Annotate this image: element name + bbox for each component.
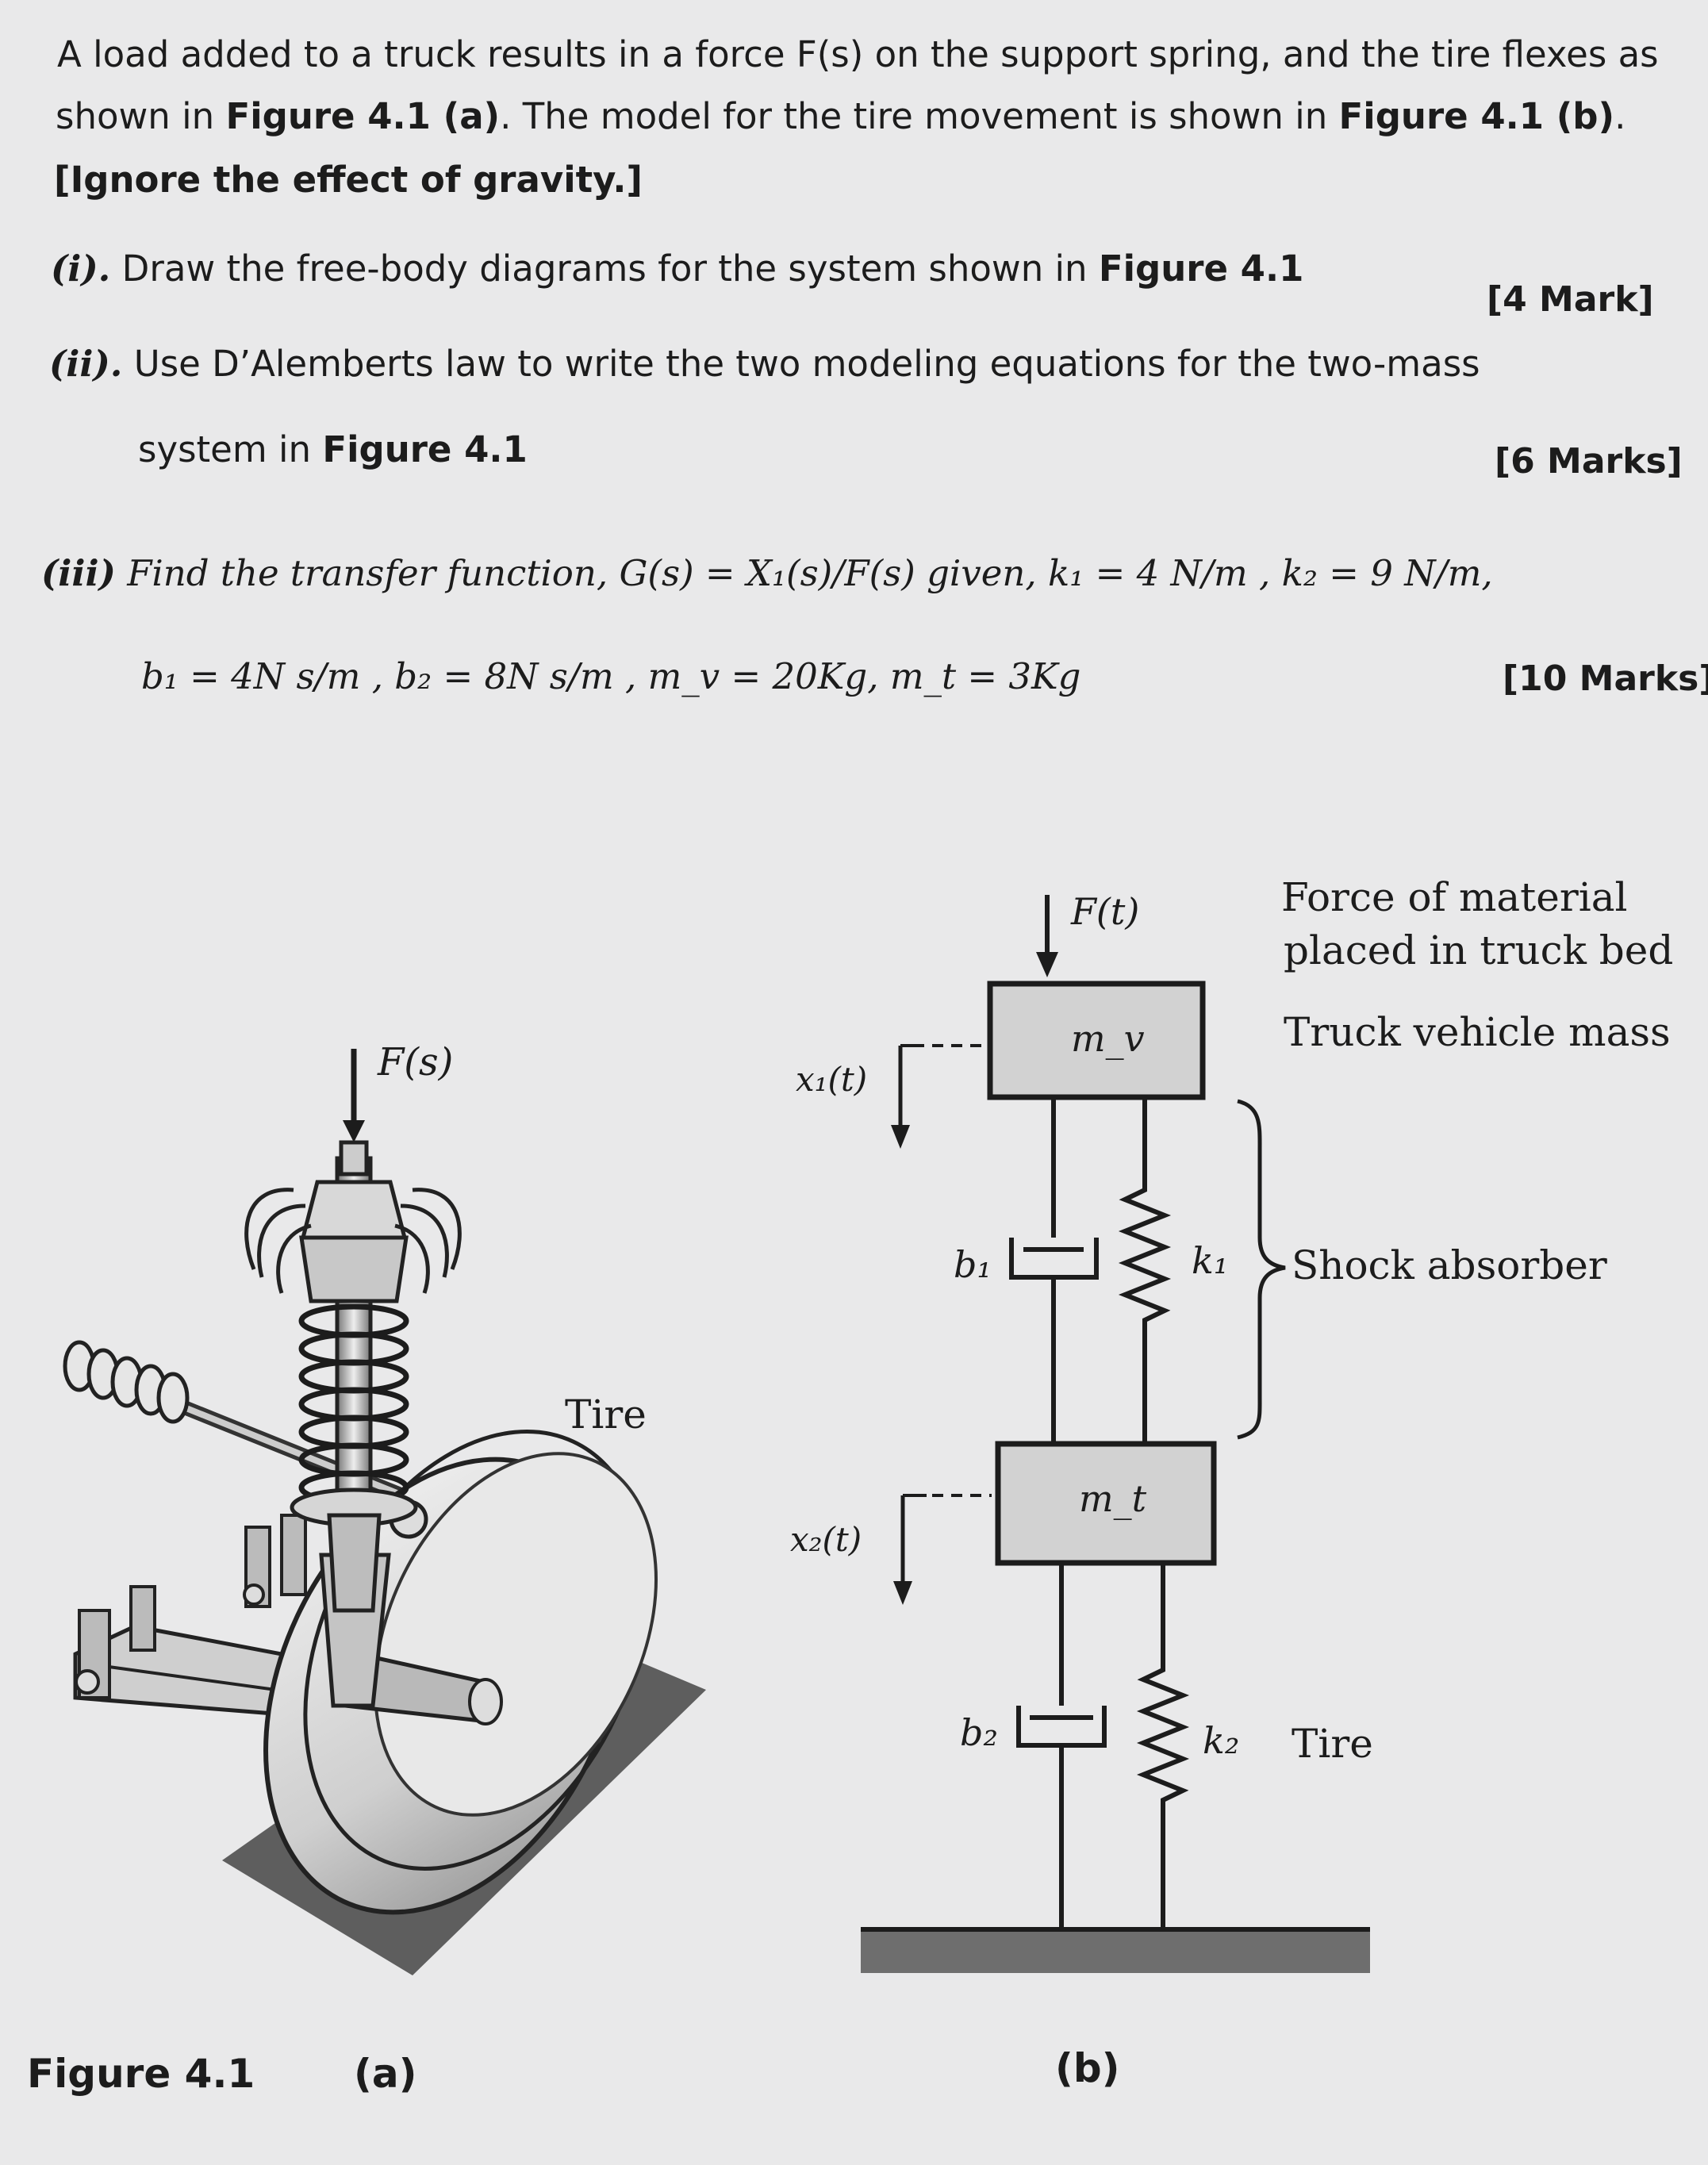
question-3-given-values: b₁ = 4N s/m , b₂ = 8N s/m , m_v = 20Kg, … — [141, 655, 1081, 697]
question-3: (iii) Find the transfer function, G(s) =… — [41, 552, 1493, 595]
note-force-line-2: placed in truck bed — [1284, 927, 1673, 973]
question-1-text: Draw the free-body diagrams for the syst… — [121, 248, 1099, 290]
tie-rod-coil — [63, 1340, 190, 1424]
intro-line-2: shown in Figure 4.1 (a). The model for t… — [56, 95, 1625, 138]
force-arrow-b-head — [1036, 952, 1058, 977]
question-1: (i). Draw the free-body diagrams for the… — [51, 248, 1303, 290]
mass-mv-box — [987, 981, 1206, 1100]
intro-line-2-pre: shown in — [56, 95, 226, 137]
shock-absorber-brace — [1237, 1099, 1286, 1440]
subfigure-b-caption: (b) — [1055, 2045, 1120, 2091]
question-2-marks: [6 Marks] — [1495, 441, 1683, 482]
question-2: (ii). Use D’Alemberts law to write the t… — [49, 343, 1480, 386]
question-1-figure-ref: Figure 4.1 — [1098, 248, 1304, 290]
intro-line-2-mid: . The model for the tire movement is sho… — [500, 95, 1339, 137]
damper-b2 — [1016, 1563, 1107, 1929]
question-3-text: Find the transfer function, G(s) = X₁(s)… — [127, 552, 1493, 594]
figure-caption: Figure 4.1 — [27, 2051, 255, 2097]
mass-mt-label: m_t — [1079, 1477, 1147, 1520]
b1-label: b₁ — [954, 1243, 992, 1286]
question-2-line-2: system in Figure 4.1 — [138, 428, 528, 471]
note-shock-absorber: Shock absorber — [1292, 1242, 1607, 1288]
note-force-line-1: Force of material — [1281, 874, 1628, 920]
force-label-b: F(t) — [1070, 890, 1139, 933]
x1-arrow-head — [891, 1125, 910, 1149]
intro-gravity-note: [Ignore the effect of gravity.] — [54, 159, 643, 201]
intro-fig-b-ref: Figure 4.1 (b) — [1338, 95, 1615, 137]
k1-label: k₁ — [1192, 1239, 1228, 1282]
ground-block — [861, 1929, 1370, 1973]
x2-arrow-head — [893, 1581, 912, 1605]
tire-label-a: Tire — [565, 1392, 647, 1438]
k2-label: k₂ — [1203, 1719, 1239, 1762]
x2-label: x₂(t) — [790, 1520, 862, 1559]
suspension-illustration: F(s) Tire — [63, 1040, 706, 1975]
two-mass-model — [861, 895, 1370, 1973]
note-vehicle-mass: Truck vehicle mass — [1284, 1009, 1671, 1055]
subfigure-a-caption: (a) — [354, 2051, 417, 2097]
intro-fig-a-ref: Figure 4.1 (a) — [225, 95, 501, 137]
spring-k2 — [1136, 1563, 1190, 1929]
force-label-a: F(s) — [377, 1040, 453, 1084]
question-2-number: (ii). — [49, 343, 123, 385]
question-1-marks: [4 Mark] — [1487, 279, 1654, 320]
b2-label: b₂ — [960, 1711, 998, 1754]
question-3-number: (iii) — [41, 552, 116, 594]
question-2-line-2-pre: system in — [138, 428, 323, 470]
damper-b1 — [1009, 1097, 1099, 1444]
spring-k1 — [1118, 1097, 1172, 1444]
intro-line-2-end: . — [1614, 95, 1626, 137]
question-1-number: (i). — [51, 248, 111, 290]
question-2-figure-ref: Figure 4.1 — [322, 428, 528, 470]
strut-top-mount — [299, 1140, 409, 1303]
question-3-marks: [10 Marks] — [1503, 658, 1708, 699]
intro-line-1: A load added to a truck results in a for… — [57, 33, 1659, 75]
force-arrow-a-head — [343, 1120, 365, 1142]
mass-mv-label: m_v — [1071, 1017, 1145, 1060]
x1-label: x₁(t) — [796, 1060, 867, 1099]
question-2-text: Use D’Alemberts law to write the two mod… — [133, 343, 1480, 385]
mass-mt-box — [995, 1441, 1217, 1566]
note-tire: Tire — [1292, 1721, 1373, 1767]
